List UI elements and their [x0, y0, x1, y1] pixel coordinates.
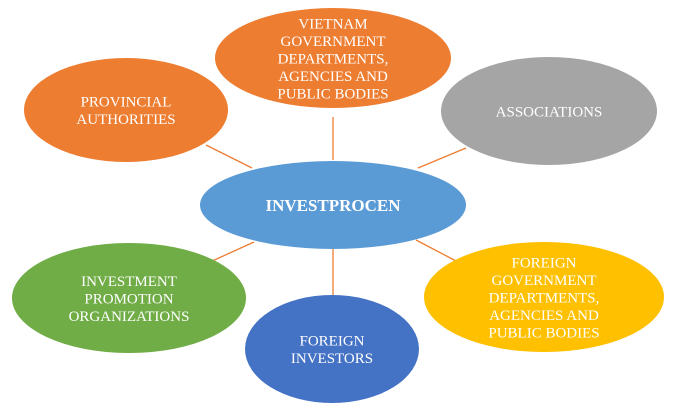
- node-associations: ASSOCIATIONS: [441, 57, 657, 165]
- label-investprocen-line-1: INVESTPROCEN: [265, 196, 401, 215]
- label-foreign-government-line-2: GOVERNMENT: [492, 273, 597, 289]
- ellipse-vietnam-government: [215, 8, 451, 108]
- connector-provincial-authorities: [205, 144, 253, 169]
- label-vietnam-government-line-5: PUBLIC BODIES: [277, 86, 388, 102]
- label-foreign-government-line-1: FOREIGN: [511, 255, 576, 271]
- connector-associations: [417, 147, 467, 169]
- connector-foreign-government: [415, 239, 459, 263]
- ellipse-provincial-authorities: [24, 58, 228, 162]
- label-vietnam-government-line-4: AGENCIES AND: [278, 69, 388, 85]
- label-foreign-investors-line-1: FOREIGN: [299, 334, 364, 350]
- label-provincial-authorities-line-1: PROVINCIAL: [81, 95, 172, 111]
- ellipse-associations: [441, 57, 657, 165]
- ellipse-investprocen: [200, 161, 466, 249]
- label-foreign-government-line-5: PUBLIC BODIES: [488, 325, 599, 341]
- center-node-investprocen: INVESTPROCEN: [200, 161, 466, 249]
- label-foreign-government-line-3: DEPARTMENTS,: [489, 290, 600, 306]
- connectors: [205, 117, 467, 296]
- ellipse-foreign-government: [424, 242, 664, 352]
- label-investment-promotion-line-2: PROMOTION: [84, 291, 173, 307]
- connector-investment-promotion: [209, 241, 255, 263]
- ellipse-foreign-investors: [245, 295, 419, 403]
- label-vietnam-government-line-1: VIETNAM: [298, 16, 367, 32]
- ellipse-investment-promotion: [12, 243, 246, 353]
- label-foreign-investors-line-2: INVESTORS: [291, 351, 373, 367]
- label-foreign-government-line-4: AGENCIES AND: [489, 308, 599, 324]
- label-provincial-authorities-line-2: AUTHORITIES: [76, 112, 175, 128]
- label-vietnam-government-line-2: GOVERNMENT: [281, 34, 386, 50]
- label-investment-promotion-line-3: ORGANIZATIONS: [69, 309, 190, 325]
- label-vietnam-government-line-3: DEPARTMENTS,: [278, 51, 389, 67]
- label-investment-promotion-line-1: INVESTMENT: [81, 274, 177, 290]
- label-associations-line-1: ASSOCIATIONS: [496, 104, 603, 120]
